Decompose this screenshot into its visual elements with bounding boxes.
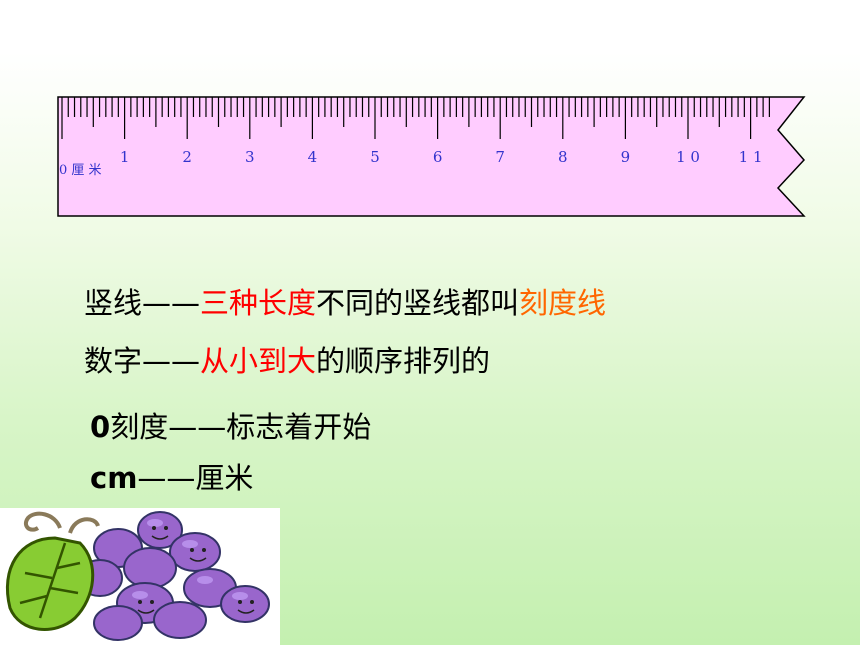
line-zero-mark: 0刻度——标志着开始 — [90, 404, 371, 446]
ruler-number: 4 — [308, 148, 318, 166]
ruler-number: 9 — [621, 148, 631, 166]
ruler-zero-label: 0 厘 米 — [59, 163, 102, 178]
grapes-illustration — [0, 508, 280, 645]
line1-c: 不同的竖线都叫 — [316, 286, 520, 320]
ruler-body — [57, 96, 806, 217]
line-numbers: 数字——从小到大的顺序排列的 — [84, 338, 490, 380]
grapes-icon — [5, 511, 270, 641]
line3-b: 刻度——标志着开始 — [110, 410, 372, 444]
line2-b: 从小到大 — [200, 344, 317, 378]
ruler-ticks — [61, 97, 770, 139]
line4-a: cm — [90, 461, 138, 495]
ruler-number: 6 — [433, 148, 443, 166]
line1-b: 三种长度 — [200, 286, 317, 320]
line-cm: cm——厘米 — [90, 455, 253, 497]
ruler-number: 7 — [495, 148, 505, 166]
ruler-numbers: 1 2 3 4 5 6 7 8 9 1 0 1 1 — [120, 148, 763, 166]
ruler-number: 5 — [370, 148, 380, 166]
line2-c: 的顺序排列的 — [316, 344, 491, 378]
line4-b: ——厘米 — [137, 461, 254, 495]
ruler-number: 1 — [120, 148, 130, 166]
ruler-number: 3 — [245, 148, 255, 166]
line-tick-marks: 竖线——三种长度不同的竖线都叫刻度线 — [84, 280, 606, 322]
line2-a: 数字—— — [84, 344, 201, 378]
ruler-number: 8 — [558, 148, 568, 166]
line1-a: 竖线—— — [84, 286, 201, 320]
line3-a: 0 — [90, 410, 111, 444]
ruler-number: 2 — [182, 148, 192, 166]
ruler-number: 1 1 — [739, 148, 763, 166]
line1-d: 刻度线 — [519, 286, 607, 320]
ruler-number: 1 0 — [676, 148, 700, 166]
ruler: 1 2 3 4 5 6 7 8 9 1 0 1 1 0 厘 米 — [57, 96, 806, 217]
